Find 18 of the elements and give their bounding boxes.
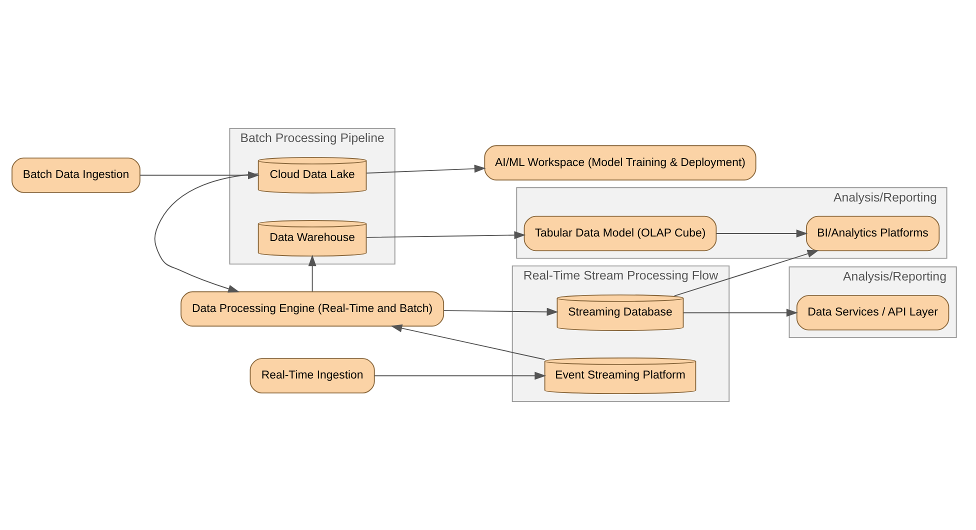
node-box: Batch Data Ingestion xyxy=(12,158,140,193)
arrow xyxy=(366,164,486,174)
node-box: Data Services / API Layer xyxy=(796,295,950,330)
arrow xyxy=(140,171,260,180)
arrow xyxy=(683,308,798,317)
arrow xyxy=(154,173,259,293)
arrow xyxy=(374,372,546,380)
arrow xyxy=(443,308,558,316)
node-box: Tabular Data Model (OLAP Cube) xyxy=(524,216,717,252)
node-box: Real-Time Ingestion xyxy=(250,358,375,394)
arrow xyxy=(390,324,546,360)
node-box: BI/Analytics Platforms xyxy=(806,216,940,252)
node-box: AI/ML Workspace (Model Training & Deployment) xyxy=(484,145,756,180)
arrow xyxy=(366,231,526,240)
arrow xyxy=(674,250,819,296)
node-box: Data Processing Engine (Real-Time and Batch) xyxy=(180,291,444,327)
arrow xyxy=(716,229,808,238)
arrow xyxy=(308,254,316,292)
